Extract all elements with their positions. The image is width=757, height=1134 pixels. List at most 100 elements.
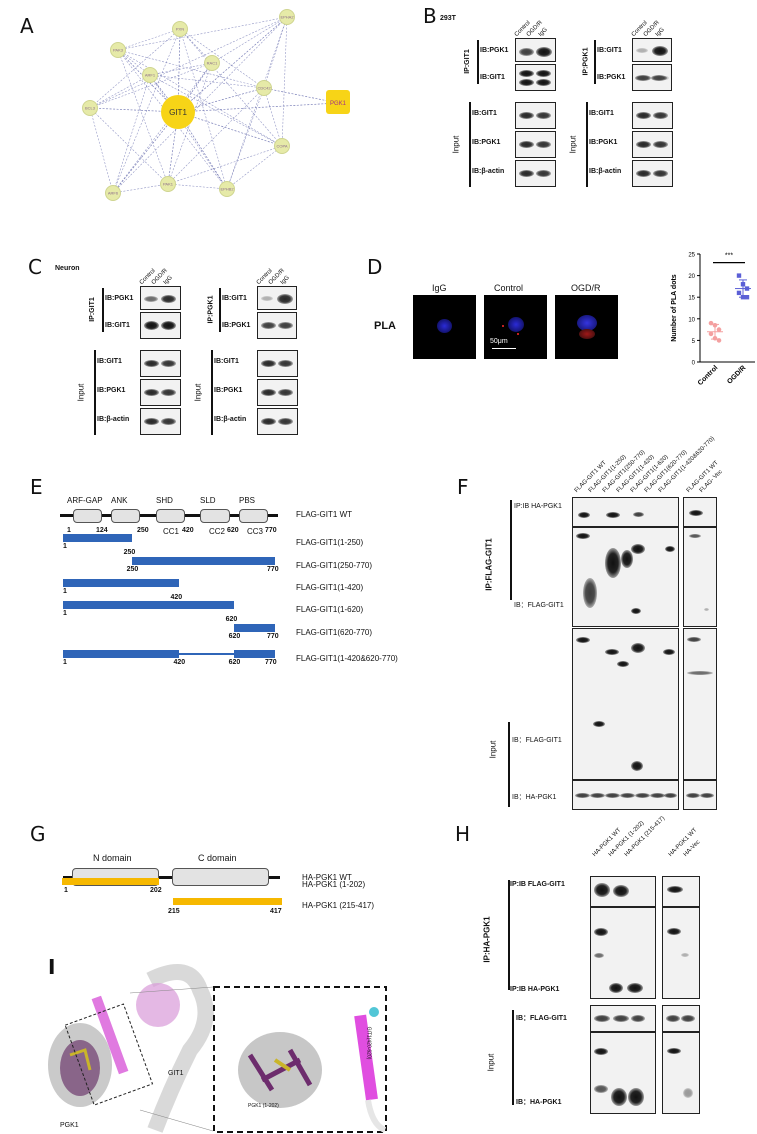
ib-label: IB:GIT1 xyxy=(480,74,505,81)
western-blot xyxy=(140,286,181,310)
blot-band xyxy=(613,1015,629,1022)
network-edge xyxy=(89,62,213,109)
bracket-line xyxy=(219,288,221,332)
svg-text:PAK3: PAK3 xyxy=(113,48,124,53)
blot-band xyxy=(278,322,293,329)
blot-band xyxy=(261,322,276,329)
network-edge xyxy=(149,62,213,76)
blot-band xyxy=(650,793,665,798)
ib-label: IB：HA-PGK1 xyxy=(512,794,557,801)
panel-label-f: F xyxy=(457,475,469,499)
bracket-line xyxy=(469,102,471,187)
western-blot xyxy=(632,64,672,91)
network-edge xyxy=(149,74,228,190)
panel-label-c: C xyxy=(28,255,42,279)
position-label: 250 xyxy=(123,549,136,556)
blot-band xyxy=(519,79,534,86)
blot-band xyxy=(161,295,176,303)
domain-label: C domain xyxy=(198,853,237,863)
blot-band xyxy=(635,793,650,798)
image-title-igg: IgG xyxy=(432,283,447,293)
panel-label-a: A xyxy=(20,14,34,38)
network-edge xyxy=(167,145,283,185)
ib-label: IB:GIT1 xyxy=(105,322,130,329)
ip-label: IP:HA-PGK1 xyxy=(482,916,492,963)
ip-label: IP:PGK1 xyxy=(582,47,590,76)
svg-text:EPHB2: EPHB2 xyxy=(220,187,234,192)
interaction-network: PXNPAK3RAC1ARF1CDC42BCL3EPHA2COPAARF6PAK… xyxy=(82,9,350,201)
blot-band xyxy=(594,1048,608,1055)
domain-label: SLD xyxy=(200,496,216,505)
ib-label: IB:β-actin xyxy=(589,168,622,175)
position-label: 420 xyxy=(182,527,194,534)
position-label: 420 xyxy=(170,594,183,601)
blot-band xyxy=(633,512,644,517)
domain-label: ARF-GAP xyxy=(67,496,103,505)
svg-text:ARF6: ARF6 xyxy=(108,191,119,196)
network-edge xyxy=(177,16,288,113)
western-blot xyxy=(257,286,297,310)
blot-band xyxy=(536,47,552,57)
blot-band xyxy=(704,608,709,611)
blot-band xyxy=(636,48,648,53)
ib-label: IB:PGK1 xyxy=(97,387,126,394)
blot-band xyxy=(594,928,608,936)
domain-box xyxy=(111,509,140,523)
blot-band xyxy=(575,793,590,798)
cell-line-label: Neuron xyxy=(55,265,80,272)
network-edge xyxy=(117,49,265,89)
network-edge xyxy=(177,102,339,113)
blot-band xyxy=(689,510,703,516)
network-edge xyxy=(112,28,181,194)
blot-band xyxy=(261,360,276,367)
ib-label: IB:PGK1 xyxy=(472,139,501,146)
network-edge xyxy=(263,87,283,147)
blot-band xyxy=(667,1048,681,1054)
image-title-control: Control xyxy=(494,283,524,293)
network-edge xyxy=(112,183,169,194)
western-blot xyxy=(590,1005,656,1032)
blot-band xyxy=(665,546,675,552)
blot-band xyxy=(519,48,534,56)
blot-band xyxy=(613,885,629,897)
construct-bar xyxy=(63,650,179,658)
blot-band xyxy=(631,608,641,614)
western-blot xyxy=(683,628,717,780)
western-blot xyxy=(662,1005,700,1032)
position-label: 620 xyxy=(227,527,239,534)
network-edge xyxy=(89,107,114,194)
svg-text:CDC42: CDC42 xyxy=(257,86,271,91)
blot-band xyxy=(667,886,683,893)
pgk1-backbone xyxy=(63,876,280,879)
western-blot xyxy=(140,408,181,435)
bracket-line xyxy=(508,880,510,990)
blot-band xyxy=(144,296,158,302)
network-node: COPA xyxy=(274,138,290,154)
significance-label: *** xyxy=(725,252,733,259)
network-edge xyxy=(281,16,288,147)
ib-label: IP:IB HA-PGK1 xyxy=(510,986,560,993)
blot-band xyxy=(536,70,551,77)
construct-bar xyxy=(131,557,275,565)
western-blot xyxy=(632,160,673,187)
blot-band xyxy=(605,649,619,655)
blot-band xyxy=(667,928,681,935)
western-blot xyxy=(257,408,298,435)
blot-band xyxy=(700,793,714,798)
blot-band xyxy=(144,418,159,425)
ib-label: IB:PGK1 xyxy=(214,387,243,394)
inset-git1-label: GIT1(420-620) xyxy=(365,1026,372,1060)
ip-label: IP:PGK1 xyxy=(207,295,215,324)
svg-text:EPHA2: EPHA2 xyxy=(280,15,294,20)
western-blot xyxy=(515,131,556,158)
domain-label: PBS xyxy=(239,496,256,505)
y-tick-label: 0 xyxy=(692,361,696,367)
network-node: ARF1 xyxy=(142,67,158,83)
position-label: 417 xyxy=(270,908,282,915)
construct-label: HA-PGK1 WT xyxy=(302,873,352,882)
position-label: 250 xyxy=(126,566,139,573)
blot-band xyxy=(277,294,293,304)
western-blot xyxy=(257,312,297,339)
western-blot xyxy=(257,350,298,377)
svg-text:RAC1: RAC1 xyxy=(207,61,218,66)
